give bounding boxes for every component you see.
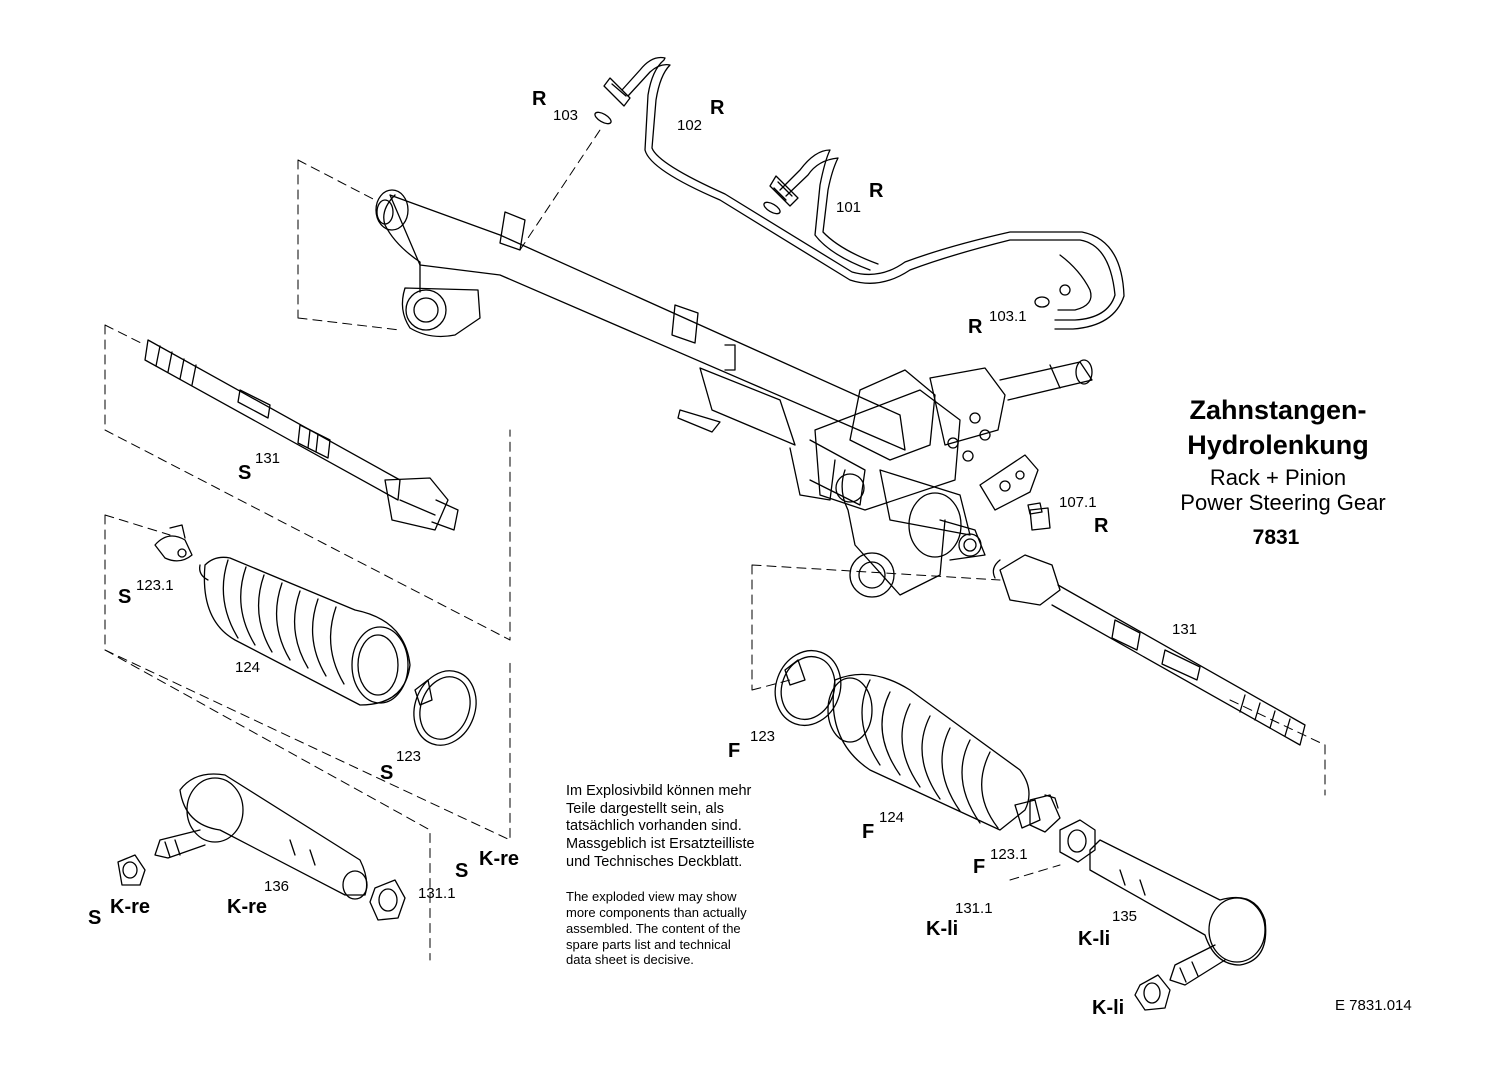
callout-s123-letter: S: [380, 762, 394, 784]
callout-f123-number: 123: [750, 728, 776, 745]
callout-kli135-number: 135: [1112, 908, 1138, 925]
clamp-left-small: [154, 524, 193, 562]
note-english-line: more components than actually: [566, 904, 747, 920]
callout-kli-nut-letter: K-li: [1092, 997, 1125, 1019]
title-line-2: Hydrolenkung: [1187, 430, 1369, 460]
note-english-line: The exploded view may show: [566, 889, 737, 904]
note-english-line: spare parts list and technical: [566, 936, 731, 952]
callout-r102-letter: R: [710, 97, 725, 119]
hydraulic-lines: [594, 56, 1125, 330]
bracket-107: [979, 454, 1051, 531]
callout-124-left: 124: [235, 659, 261, 676]
callout-r1071-number: 107.1: [1059, 494, 1097, 511]
note-english: The exploded view may show more componen…: [566, 889, 747, 968]
callout-kre1311-prefix: S: [455, 860, 469, 882]
callout-s131-number: 131: [255, 450, 281, 467]
callout-kli1311-letter: K-li: [926, 918, 959, 940]
callout-s131-letter: S: [238, 462, 252, 484]
callout-kre-nut-letter: K-re: [110, 896, 151, 918]
note-german-line: Massgeblich ist Ersatzteilliste: [566, 836, 755, 853]
callout-131-right: 131: [1172, 621, 1198, 638]
callout-r101-letter: R: [869, 180, 884, 202]
note-english-line: data sheet is decisive.: [566, 952, 694, 968]
callout-f124-number: 124: [879, 809, 905, 826]
dashed-frames: [104, 129, 1326, 961]
tie-rod-end-right: [1089, 839, 1267, 1011]
title-line-4: Power Steering Gear: [1180, 490, 1386, 515]
callout-f123-letter: F: [728, 740, 741, 762]
callout-s1231-letter: S: [118, 586, 132, 608]
callout-r101-number: 101: [836, 199, 862, 216]
title-line-3: Rack + Pinion: [1209, 465, 1347, 490]
note-german-line: tatsächlich vorhanden sind.: [566, 818, 742, 835]
callout-r103-letter: R: [532, 88, 547, 110]
callout-f1231-number: 123.1: [990, 846, 1028, 863]
callout-r102-number: 102: [677, 117, 703, 134]
callout-kli135-letter: K-li: [1078, 928, 1111, 950]
drawing-reference: E 7831.014: [1335, 997, 1412, 1014]
title-line-1: Zahnstangen-: [1189, 395, 1367, 425]
callout-kli1311-number: 131.1: [955, 900, 993, 917]
callout-f124-letter: F: [862, 821, 875, 843]
rack-housing: [375, 189, 1093, 598]
callout-kre136-number: 136: [264, 878, 290, 895]
callout-kre-nut-prefix: S: [88, 907, 102, 929]
callout-kre1311-number: 131.1: [418, 885, 456, 902]
group-code: 7831: [1252, 526, 1300, 549]
band-clamp-left: [413, 670, 477, 746]
tie-rod-end-left: [117, 773, 406, 921]
note-german-line: Im Explosivbild können mehr: [566, 783, 752, 799]
bellow-left: [199, 556, 411, 706]
callout-r103-number: 103: [553, 107, 579, 124]
tie-rod-left: [144, 339, 459, 531]
clamp-right-small: [1029, 794, 1061, 833]
callout-f1231-letter: F: [973, 856, 986, 878]
callout-kre1311-letter: K-re: [479, 848, 520, 870]
callout-kre136-letter: K-re: [227, 896, 268, 918]
callout-r1031-number: 103.1: [989, 308, 1027, 325]
note-german: Im Explosivbild können mehr Teile darges…: [566, 783, 755, 871]
note-german-line: und Technisches Deckblatt.: [566, 853, 743, 870]
callout-r1031-letter: R: [968, 316, 983, 338]
band-clamp-right: [774, 650, 842, 726]
note-german-line: Teile dargestellt sein, als: [566, 800, 724, 817]
callout-s1231-number: 123.1: [136, 577, 174, 594]
callout-r1071-letter: R: [1094, 515, 1109, 537]
bellow-right: [827, 673, 1041, 831]
nut-right: [1059, 819, 1096, 863]
note-english-line: assembled. The content of the: [566, 920, 741, 936]
tie-rod-right: [992, 554, 1306, 746]
callout-s123-number: 123: [396, 748, 422, 765]
